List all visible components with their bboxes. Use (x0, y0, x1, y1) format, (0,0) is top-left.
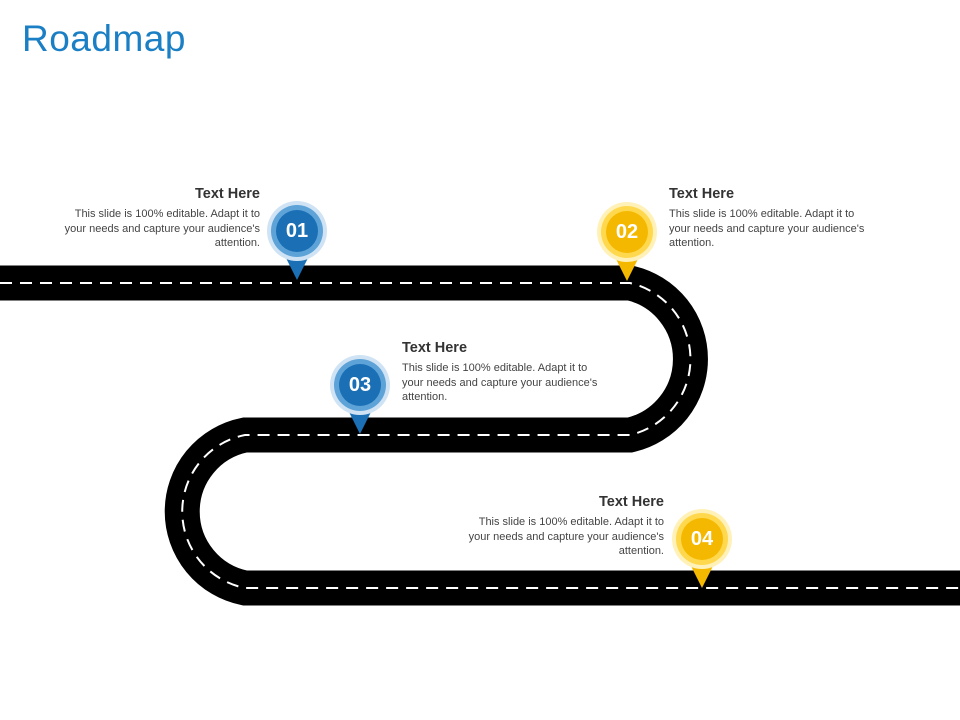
marker-01: 01 (266, 200, 328, 282)
location-pin-icon (597, 202, 657, 281)
marker-04: 04 (671, 508, 733, 590)
step-description: This slide is 100% editable. Adapt it to… (669, 208, 865, 249)
step-heading: Text Here (402, 340, 468, 356)
step-04-text: Text Here This slide is 100% editable. A… (464, 494, 664, 559)
step-heading: Text Here (669, 186, 735, 202)
step-description: This slide is 100% editable. Adapt it to… (468, 516, 664, 557)
step-description: This slide is 100% editable. Adapt it to… (402, 362, 598, 403)
step-description: This slide is 100% editable. Adapt it to… (64, 208, 260, 249)
marker-number: 01 (285, 219, 309, 242)
step-heading: Text Here (598, 494, 664, 510)
step-heading: Text Here (194, 186, 260, 202)
page-title: Roadmap (22, 18, 186, 59)
marker-number: 02 (615, 220, 639, 243)
marker-03: 03 (329, 354, 391, 436)
marker-number: 03 (348, 373, 372, 396)
road-lane-markings (0, 282, 960, 589)
location-pin-icon (330, 355, 390, 434)
marker-02: 02 (596, 201, 658, 283)
location-pin-icon (267, 201, 327, 280)
marker-number: 04 (690, 527, 714, 550)
step-03-text: Text Here This slide is 100% editable. A… (402, 340, 602, 405)
step-02-text: Text Here This slide is 100% editable. A… (669, 186, 869, 251)
location-pin-icon (672, 509, 732, 588)
step-01-text: Text Here This slide is 100% editable. A… (60, 186, 260, 251)
